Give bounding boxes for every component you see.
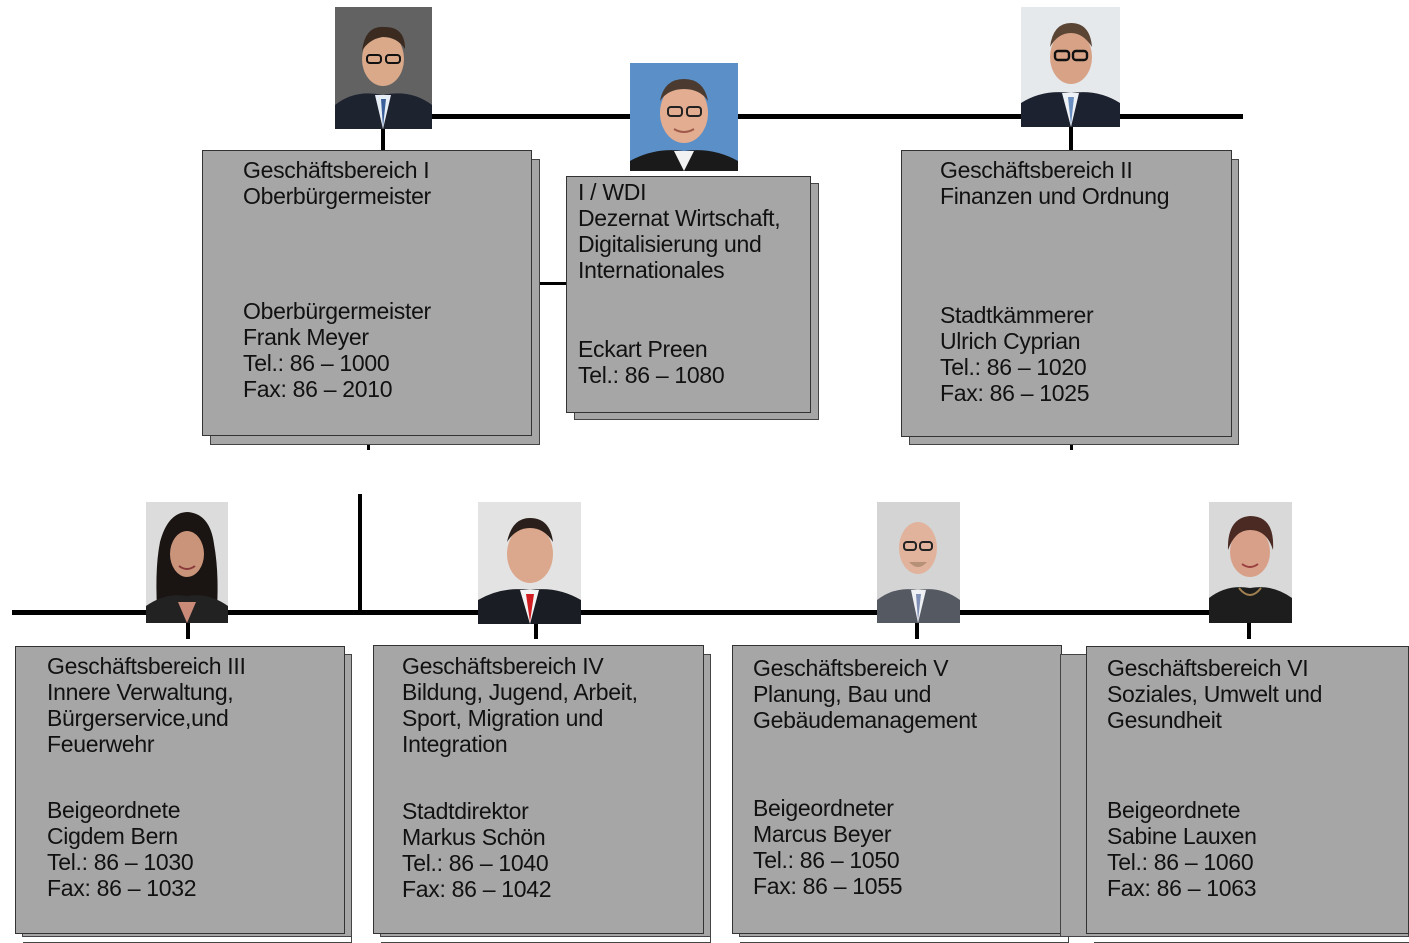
wdi-side-connector [532, 282, 568, 285]
gb4-heading-2: Bildung, Jugend, Arbeit, [402, 679, 638, 705]
gb3-tel: Tel.: 86 – 1030 [47, 849, 194, 875]
gb2-name: Ulrich Cyprian [940, 328, 1081, 354]
gb5-name: Marcus Beyer [753, 821, 892, 847]
bottom-horizontal-connector [12, 610, 1250, 615]
wdi-box: I / WDI Dezernat Wirtschaft, Digitalisie… [566, 176, 818, 422]
bottom-stub-3 [186, 623, 190, 639]
portrait-eckart-preen [630, 63, 738, 171]
gb1-heading-1: Geschäftsbereich I [243, 157, 430, 183]
bottom-stub-4 [534, 623, 538, 639]
gb2-role: Stadtkämmerer [940, 302, 1094, 328]
gb5-heading-3: Gebäudemanagement [753, 707, 977, 733]
gb5-heading-1: Geschäftsbereich V [753, 655, 949, 681]
gb1-tel: Tel.: 86 – 1000 [243, 350, 390, 376]
top-horizontal-connector [383, 114, 1243, 119]
gb2-box: Geschäftsbereich II Finanzen und Ordnung… [901, 150, 1239, 446]
gb5-heading-2: Planung, Bau und [753, 681, 932, 707]
portrait-markus-schoen [478, 502, 581, 624]
gb6-heading-1: Geschäftsbereich VI [1107, 655, 1309, 681]
gb4-role: Stadtdirektor [402, 798, 529, 824]
gb1-role: Oberbürgermeister [243, 298, 431, 324]
gb3-box: Geschäftsbereich III Innere Verwaltung, … [15, 646, 352, 943]
gb2-fax: Fax: 86 – 1025 [940, 380, 1090, 406]
wdi-heading-2: Dezernat Wirtschaft, [578, 205, 781, 231]
wdi-heading-3: Digitalisierung und [578, 231, 762, 257]
gb1-box: Geschäftsbereich I Oberbürgermeister Obe… [202, 150, 539, 445]
wdi-heading-1: I / WDI [578, 179, 647, 205]
wdi-heading-4: Internationales [578, 257, 725, 283]
gb2-heading-2: Finanzen und Ordnung [940, 183, 1170, 209]
portrait-marcus-beyer [877, 502, 960, 623]
bottom-stub-6 [1247, 623, 1251, 639]
gb4-name: Markus Schön [402, 824, 546, 850]
gb4-tel: Tel.: 86 – 1040 [402, 850, 549, 876]
portrait-sabine-lauxen [1209, 502, 1292, 623]
gb5-role: Beigeordneter [753, 795, 894, 821]
gb6-tel: Tel.: 86 – 1060 [1107, 849, 1254, 875]
gb5-tel: Tel.: 86 – 1050 [753, 847, 900, 873]
gb6-heading-2: Soziales, Umwelt und [1107, 681, 1323, 707]
gb3-heading-1: Geschäftsbereich III [47, 653, 246, 679]
gb2-tel: Tel.: 86 – 1020 [940, 354, 1087, 380]
gb4-fax: Fax: 86 – 1042 [402, 876, 552, 902]
gb6-fax: Fax: 86 – 1063 [1107, 875, 1257, 901]
gb1-heading-2: Oberbürgermeister [243, 183, 431, 209]
gb3-fax: Fax: 86 – 1032 [47, 875, 197, 901]
gb5-fax: Fax: 86 – 1055 [753, 873, 903, 899]
gb1-name: Frank Meyer [243, 324, 369, 350]
gb3-heading-2: Innere Verwaltung, [47, 679, 234, 705]
gb1-fax: Fax: 86 – 2010 [243, 376, 393, 402]
vertical-connector [358, 494, 362, 612]
gb6-role: Beigeordnete [1107, 797, 1241, 823]
gb4-heading-3: Sport, Migration und [402, 705, 604, 731]
gb4-box: Geschäftsbereich IV Bildung, Jugend, Arb… [373, 645, 711, 943]
gb6-name: Sabine Lauxen [1107, 823, 1257, 849]
gb3-heading-3: Bürgerservice,und [47, 705, 229, 731]
gb4-heading-1: Geschäftsbereich IV [402, 653, 604, 679]
gb5-box: Geschäftsbereich V Planung, Bau und Gebä… [732, 645, 1069, 943]
bottom-stub-5 [915, 623, 919, 639]
gb4-heading-4: Integration [402, 731, 508, 757]
top-stub-3 [1069, 124, 1073, 150]
gb3-role: Beigeordnete [47, 797, 181, 823]
top-stub-1 [381, 128, 385, 150]
gb6-heading-3: Gesundheit [1107, 707, 1222, 733]
wdi-name: Eckart Preen [578, 336, 708, 362]
portrait-ulrich-cyprian [1021, 7, 1120, 127]
gb1-down-stub [367, 444, 370, 450]
wdi-tel: Tel.: 86 – 1080 [578, 362, 725, 388]
gb3-name: Cigdem Bern [47, 823, 178, 849]
portrait-cigdem-bern [146, 502, 228, 623]
gb2-heading-1: Geschäftsbereich II [940, 157, 1133, 183]
gb2-down-stub [1070, 444, 1073, 450]
portrait-frank-meyer [335, 7, 432, 129]
gb6-box: Geschäftsbereich VI Soziales, Umwelt und… [1086, 646, 1409, 943]
gb3-heading-4: Feuerwehr [47, 731, 155, 757]
